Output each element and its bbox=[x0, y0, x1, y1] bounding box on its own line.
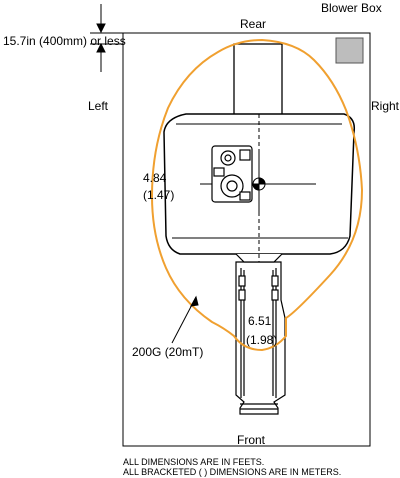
note-meters: ALL BRACKETED ( ) DIMENSIONS ARE IN METE… bbox=[123, 467, 341, 477]
field-contour-200g bbox=[150, 38, 364, 352]
width-dimension-meters: (1.47) bbox=[143, 188, 174, 202]
length-dimension-feet: 6.51 bbox=[248, 314, 272, 328]
note-feet: ALL DIMENSIONS ARE IN FEETS. bbox=[123, 457, 264, 467]
field-contour-label: 200G (20mT) bbox=[132, 345, 203, 359]
head-coil bbox=[211, 145, 253, 203]
field-callout-arrow bbox=[171, 295, 199, 344]
room-outline bbox=[122, 32, 371, 447]
width-dimension-feet: 4.84 bbox=[143, 171, 167, 185]
length-dimension-meters: (1.98) bbox=[246, 333, 277, 347]
rear-label: Rear bbox=[240, 17, 266, 31]
clearance-dimension bbox=[90, 4, 123, 72]
blower-box-label: Blower Box bbox=[321, 1, 382, 15]
patient-table bbox=[235, 261, 286, 415]
front-label: Front bbox=[237, 433, 266, 447]
clearance-label: 15.7in (400mm) or less bbox=[3, 34, 126, 48]
blower-box bbox=[335, 37, 364, 64]
magnet-rear-tube bbox=[233, 43, 283, 120]
right-label: Right bbox=[371, 99, 400, 113]
left-label: Left bbox=[88, 99, 109, 113]
